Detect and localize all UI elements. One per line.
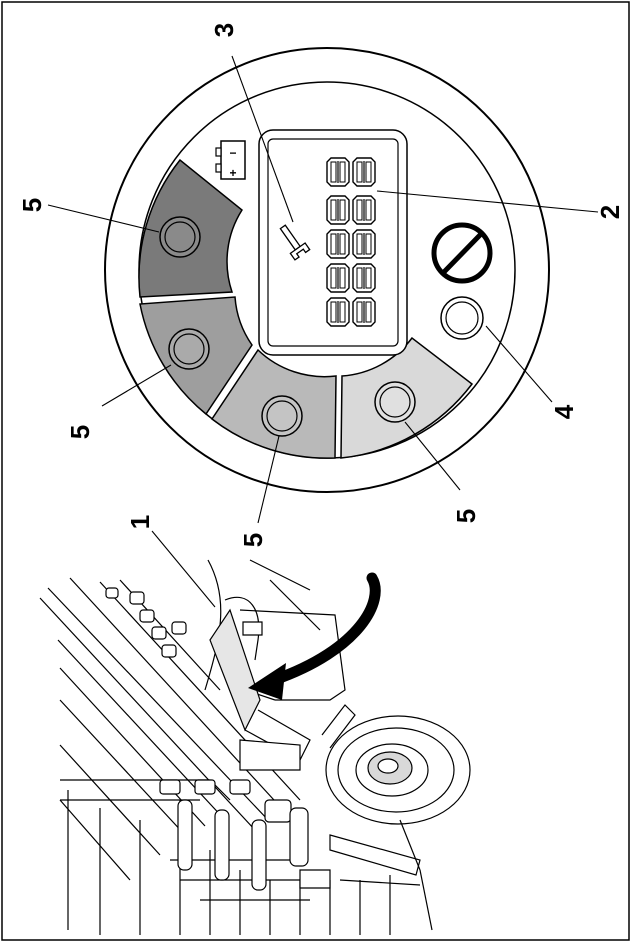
- battery-minus-label: −: [229, 146, 236, 160]
- seven-segment-digits: [326, 157, 376, 327]
- segment-digit: [326, 195, 350, 225]
- callout-numbers: 3 2 4 5 5 5 5 1: [17, 23, 625, 547]
- prohibition-icon: [431, 222, 493, 284]
- leader-lines: [47, 55, 599, 608]
- segment-digit: [352, 297, 376, 327]
- control-panel-detail: − +: [104, 47, 550, 493]
- battery-plus-label: +: [229, 166, 236, 180]
- segment-digit: [326, 263, 350, 293]
- callout-1: 1: [125, 515, 155, 529]
- wrench-icon: [279, 224, 311, 261]
- callout-3: 3: [209, 23, 239, 37]
- callout-5-a: 5: [17, 198, 47, 212]
- callout-5-d: 5: [451, 509, 481, 523]
- machine-cylinders: [177, 799, 309, 891]
- segment-digit: [352, 229, 376, 259]
- callout-5-b: 5: [65, 425, 95, 439]
- segment-digit: [326, 229, 350, 259]
- callout-5-c: 5: [238, 533, 268, 547]
- machine-knobs: [105, 587, 292, 823]
- insertion-arrow: [248, 572, 381, 700]
- segment-digit: [352, 157, 376, 187]
- brush-wheel: [325, 715, 471, 825]
- callout-2: 2: [595, 205, 625, 219]
- segment-digit: [352, 263, 376, 293]
- zone-button-1[interactable]: [159, 216, 201, 258]
- callout-4: 4: [549, 404, 579, 419]
- zone-button-3[interactable]: [261, 395, 303, 437]
- indicator-lamp: [440, 296, 484, 340]
- segment-digit: [326, 157, 350, 187]
- zone-button-2[interactable]: [168, 328, 210, 370]
- machine-illustration: [39, 559, 471, 935]
- zone-button-4[interactable]: [374, 381, 416, 423]
- segment-digit: [352, 195, 376, 225]
- battery-icon: − +: [215, 140, 246, 180]
- segment-digit: [326, 297, 350, 327]
